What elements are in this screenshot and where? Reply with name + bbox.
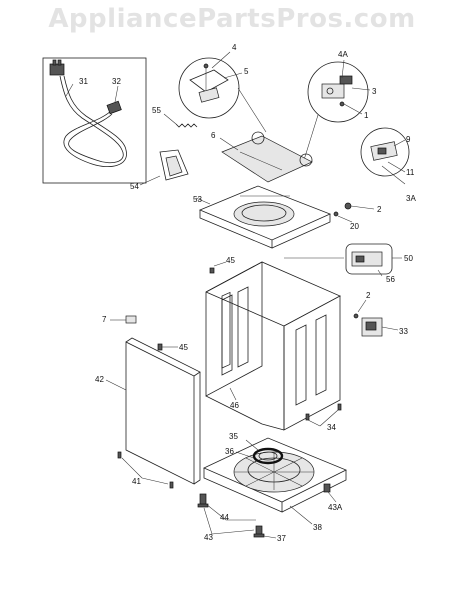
callout-38: 38 bbox=[313, 523, 322, 532]
callout-45-top: 45 bbox=[226, 256, 235, 265]
callout-35: 35 bbox=[229, 432, 238, 441]
callout-1: 1 bbox=[364, 111, 369, 120]
washer-base bbox=[203, 437, 347, 513]
cabinet-screws bbox=[157, 261, 227, 351]
front-panel bbox=[105, 337, 201, 485]
callout-50: 50 bbox=[404, 254, 413, 263]
power-cord-plug bbox=[49, 59, 65, 76]
callout-11: 11 bbox=[406, 168, 415, 177]
control-module bbox=[345, 243, 402, 277]
front-panel-screws bbox=[117, 451, 174, 489]
callout-45-mid: 45 bbox=[179, 343, 188, 352]
callout-4: 4 bbox=[232, 43, 237, 52]
lid-switch-inset bbox=[303, 59, 371, 161]
corner-bracket bbox=[139, 149, 189, 186]
callout-41: 41 bbox=[132, 477, 141, 486]
callout-labels: 31 32 4 5 4A 3 1 55 6 9 11 3A 54 53 2 20… bbox=[79, 43, 416, 543]
leveling-feet bbox=[197, 483, 337, 539]
callout-9: 9 bbox=[406, 135, 411, 144]
power-cord-inset bbox=[42, 57, 147, 184]
callout-37: 37 bbox=[277, 534, 286, 543]
callout-6: 6 bbox=[211, 131, 216, 140]
washer-cabinet bbox=[205, 257, 344, 431]
rear-screws bbox=[305, 403, 342, 427]
cord-connector bbox=[106, 100, 122, 115]
callout-43a: 43A bbox=[328, 503, 343, 512]
tub-seal bbox=[235, 439, 284, 465]
door-switch bbox=[353, 299, 399, 337]
callout-34: 34 bbox=[327, 423, 336, 432]
callout-3: 3 bbox=[372, 87, 377, 96]
callout-7: 7 bbox=[102, 315, 107, 324]
callout-55: 55 bbox=[152, 106, 161, 115]
callout-56: 56 bbox=[386, 275, 395, 284]
callout-36: 36 bbox=[225, 447, 234, 456]
callout-54: 54 bbox=[130, 182, 139, 191]
lid-spring bbox=[163, 113, 198, 128]
screw-top-right bbox=[333, 202, 375, 223]
washer-lid bbox=[219, 131, 313, 183]
callout-42: 42 bbox=[95, 375, 104, 384]
callout-44: 44 bbox=[220, 513, 229, 522]
callout-43: 43 bbox=[204, 533, 213, 542]
switch-detail-inset-top bbox=[178, 51, 267, 133]
callout-32: 32 bbox=[112, 77, 121, 86]
callout-4a: 4A bbox=[338, 50, 348, 59]
leveling-foot-cap bbox=[110, 315, 137, 324]
callout-5: 5 bbox=[244, 67, 249, 76]
callout-2-top: 2 bbox=[377, 205, 382, 214]
callout-53: 53 bbox=[193, 195, 202, 204]
callout-31: 31 bbox=[79, 77, 88, 86]
lid-lock-inset bbox=[360, 127, 410, 185]
callout-46: 46 bbox=[230, 401, 239, 410]
site-watermark: AppliancePartsPros.com bbox=[48, 4, 416, 34]
callout-3a: 3A bbox=[406, 194, 416, 203]
callout-2-mid: 2 bbox=[366, 291, 371, 300]
top-panel bbox=[195, 185, 332, 249]
callout-33: 33 bbox=[399, 327, 408, 336]
callout-20: 20 bbox=[350, 222, 359, 231]
